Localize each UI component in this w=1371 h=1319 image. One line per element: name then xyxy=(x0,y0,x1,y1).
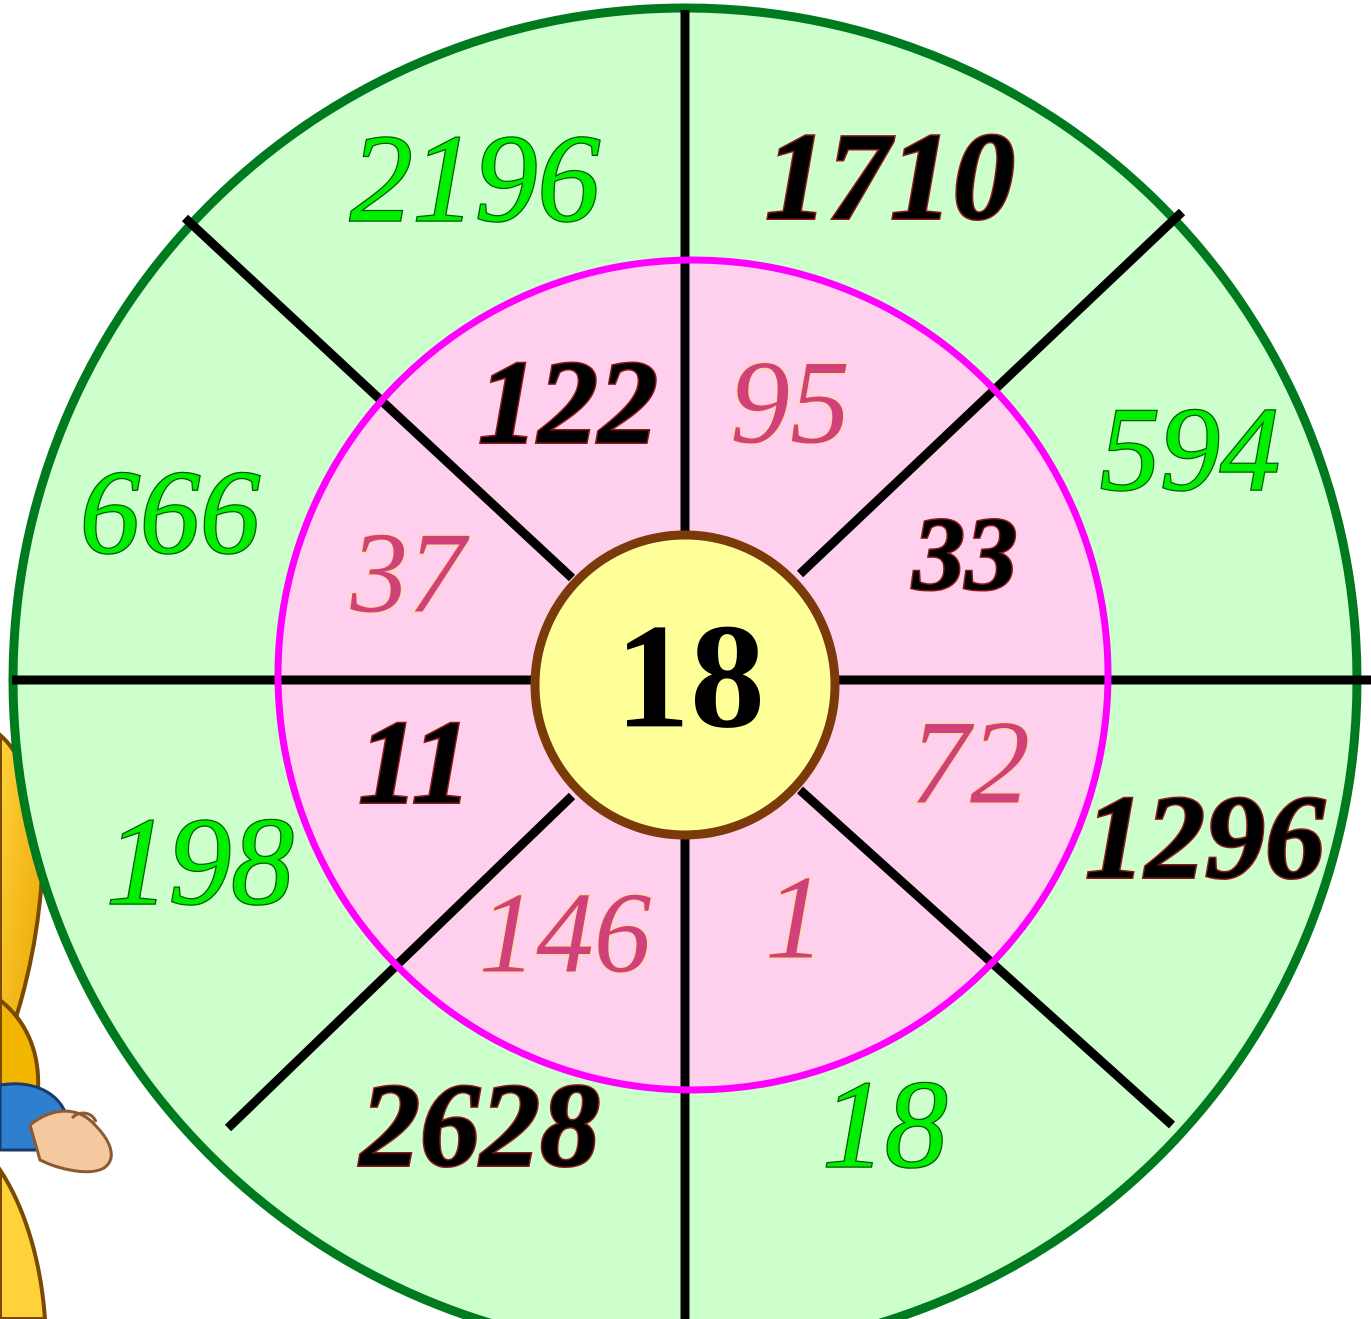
center-number: 18 xyxy=(615,593,765,759)
outer-number-594: 594 xyxy=(1100,383,1280,516)
inner-number-95: 95 xyxy=(730,336,850,469)
outer-number-198: 198 xyxy=(106,794,294,932)
inner-number-37: 37 xyxy=(350,509,471,636)
inner-number-72: 72 xyxy=(910,696,1030,829)
outer-number-1296: 1296 xyxy=(1085,771,1325,904)
inner-number-1: 1 xyxy=(765,851,825,984)
inner-number-11: 11 xyxy=(358,696,471,829)
outer-number-2628: 2628 xyxy=(358,1059,600,1192)
inner-number-122: 122 xyxy=(478,336,658,469)
outer-number-666: 666 xyxy=(80,446,260,579)
outer-number-1710: 1710 xyxy=(765,109,1015,247)
outer-number-2196: 2196 xyxy=(350,111,600,249)
inner-number-33: 33 xyxy=(912,495,1018,612)
outer-number-18: 18 xyxy=(823,1057,948,1195)
inner-number-146: 146 xyxy=(479,869,652,996)
